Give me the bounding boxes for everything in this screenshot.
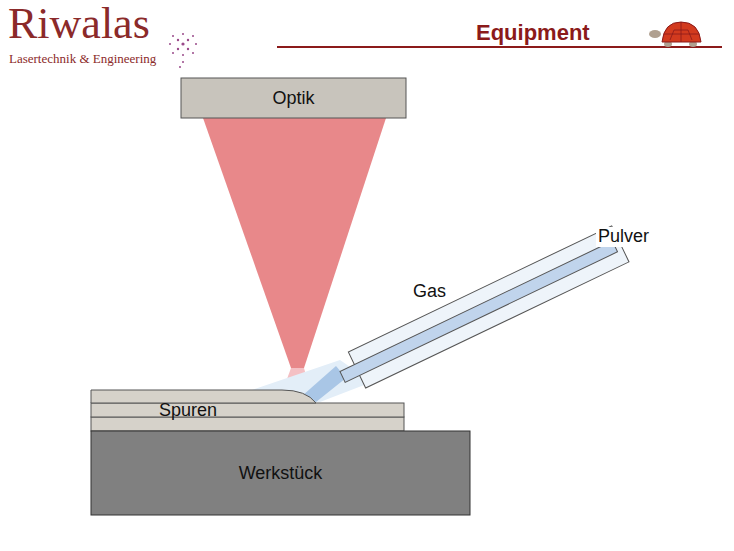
track-layer — [91, 417, 404, 431]
turtle-icon — [649, 22, 701, 47]
part-label: Gas — [413, 282, 446, 302]
page-title: Equipment — [476, 20, 590, 46]
logo-subtitle: Lasertechnik & Engineering — [9, 52, 156, 66]
node-label: Werkstück — [239, 463, 323, 484]
optics-box: Optik — [181, 78, 406, 118]
logo-sparkle — [169, 33, 197, 68]
logo-text: Riwalas — [8, 0, 150, 48]
track-band: Spuren — [91, 390, 404, 431]
node-label: Optik — [272, 88, 314, 109]
workpiece-box: Werkstück — [91, 431, 470, 515]
powder-nozzle — [334, 226, 629, 395]
laser-beam — [203, 118, 386, 368]
workpiece-block — [91, 431, 470, 515]
node-label: Spuren — [159, 400, 217, 421]
optics-box — [181, 78, 406, 118]
track-layer — [91, 403, 404, 417]
header-rule — [277, 46, 722, 48]
part-label: Pulver — [596, 227, 651, 247]
